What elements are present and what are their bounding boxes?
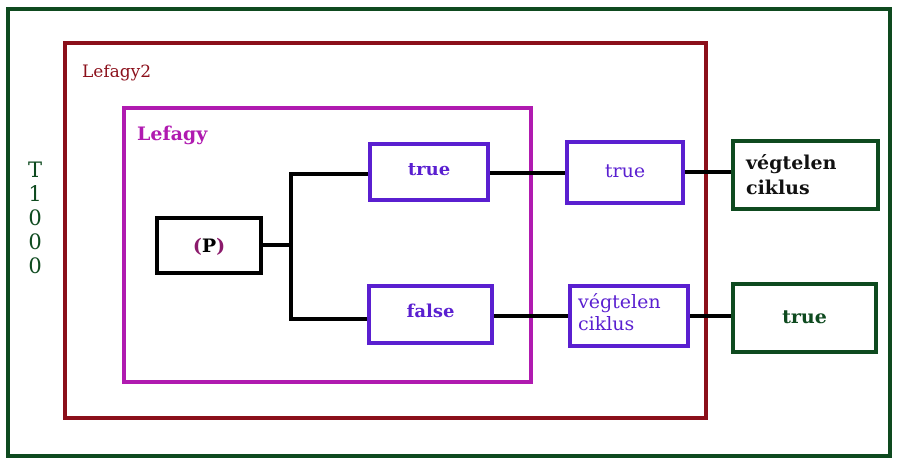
p-node: (P) [155, 216, 263, 275]
right-infinite-line2: ciklus [746, 177, 810, 199]
connector-true-to-mid-true [489, 171, 567, 175]
right-true-label: true [782, 306, 827, 328]
outer-label-letter: 1 [28, 182, 42, 206]
connector-mid-true-to-right-infinite [682, 170, 733, 174]
p-open-paren: ( [192, 234, 202, 257]
right-infinite-line1: végtelen [746, 152, 837, 174]
lefagy-frame [122, 106, 533, 384]
inner-true-label: true [407, 158, 451, 180]
inner-true-node: true [368, 142, 490, 202]
p-letter: P [201, 234, 217, 257]
connector-p-to-branch [262, 243, 292, 247]
mid-infinite-loop-node: végtelen ciklus [568, 284, 690, 348]
outer-label-letter: 0 [28, 206, 42, 230]
lefagy-label: Lefagy [137, 123, 208, 145]
outer-label-letter: T [27, 158, 42, 182]
mid-true-label: true [604, 159, 646, 182]
lefagy2-label: Lefagy2 [82, 62, 152, 82]
outer-label-letter: 0 [28, 254, 42, 278]
connector-branch-to-true [289, 172, 369, 176]
mid-infinite-line1: végtelen [578, 291, 661, 313]
inner-false-label: false [406, 301, 455, 322]
connector-mid-infinite-to-right-true [688, 314, 733, 318]
p-close-paren: ) [216, 234, 226, 257]
right-infinite-loop-node: végtelen ciklus [731, 139, 880, 211]
connector-branch-to-false [289, 317, 369, 321]
outer-label: T 1 0 0 0 [24, 158, 46, 278]
connector-branch-vertical [289, 172, 293, 321]
lefagy2-frame [63, 41, 708, 420]
inner-false-node: false [367, 284, 494, 345]
connector-false-to-mid-infinite [492, 314, 570, 318]
mid-infinite-line2: ciklus [578, 313, 635, 335]
mid-true-node: true [565, 140, 685, 205]
outer-frame [6, 7, 892, 458]
outer-label-letter: 0 [28, 230, 42, 254]
right-true-node: true [731, 282, 878, 354]
